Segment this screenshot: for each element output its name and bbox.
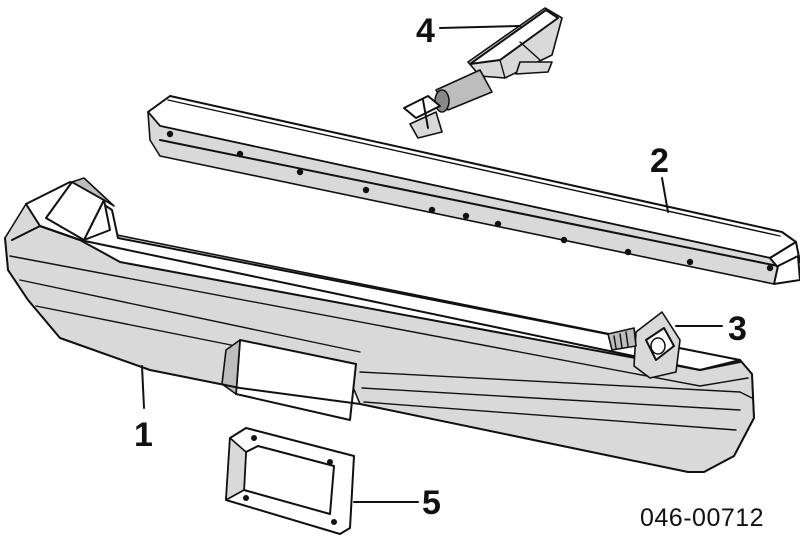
- callout-4: 4: [416, 12, 435, 50]
- reinforcement-bar: [147, 95, 800, 285]
- callout-3: 3: [728, 310, 747, 348]
- energy-absorber: [403, 7, 563, 139]
- bracket-clip: [607, 311, 681, 379]
- callout-1: 1: [134, 416, 153, 454]
- license-plate-bracket: [225, 427, 355, 535]
- callout-2: 2: [650, 142, 669, 180]
- reference-number: 046-00712: [640, 504, 764, 532]
- leader-lines: [141, 25, 723, 503]
- callout-5: 5: [422, 484, 441, 522]
